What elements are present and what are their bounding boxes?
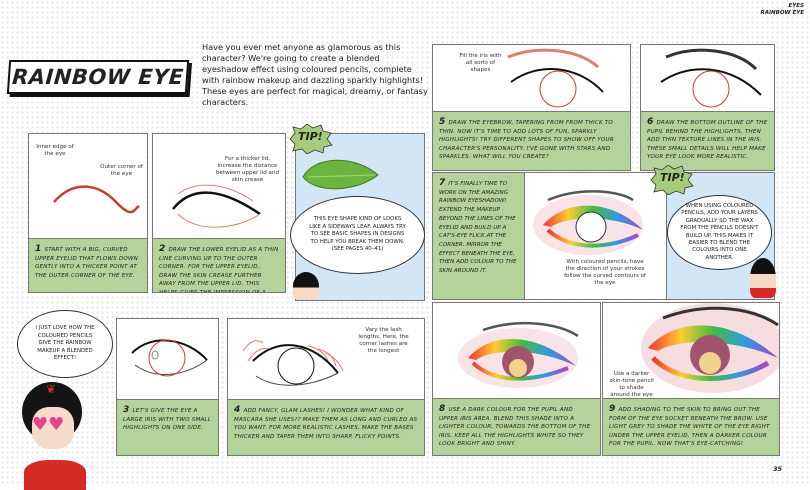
step-text-6: 6Draw the bottom outline of the pupil be… <box>641 111 774 170</box>
intro-text: Have you ever met anyone as glamorous as… <box>202 42 428 107</box>
character-avatar-small <box>750 258 776 298</box>
heart-glasses-icon: ♥♥ <box>32 414 65 435</box>
step-panel-4: Vary the lash lengths. Here, the corner … <box>227 318 425 456</box>
page-title: RAINBOW EYE <box>6 60 190 94</box>
step-panel-9: Use a darker skin-tone pencil to shade a… <box>602 302 780 456</box>
character-avatar-small <box>293 272 319 300</box>
step-text-3: 3Let's give the eye a large iris with tw… <box>117 399 218 455</box>
page-number: 35 <box>773 465 783 473</box>
step-panel-3: 3Let's give the eye a large iris with tw… <box>116 318 219 456</box>
iris-drawing <box>131 339 208 377</box>
step-text-9: 9Add shading to the skin to bring out th… <box>603 398 779 455</box>
tip-bubble-2: When using coloured pencils, add your la… <box>667 195 772 270</box>
character-illustration: ♥♥ ❦ <box>14 382 89 490</box>
step-text-4: 4Add fancy, glam lashes! I wonder what k… <box>228 399 424 455</box>
step-text-2: 2Draw the lower eyelid as a thin line cu… <box>153 238 285 292</box>
step-panel-2: For a thicker lid, increase the distance… <box>152 133 286 293</box>
step-panel-5: Fill the iris with all sorts of shapes 5… <box>432 44 631 171</box>
tip-burst-icon <box>650 165 694 195</box>
pupil-outline-drawing <box>660 48 762 108</box>
step-text-1: 1Start with a big, curved upper eyelid t… <box>29 238 147 292</box>
lashes-drawing <box>242 340 344 386</box>
step-text-7: 7It's finally time to work on the amazin… <box>433 173 525 299</box>
step-panel-6: 6Draw the bottom outline of the pupil be… <box>640 44 775 171</box>
leaf-icon <box>302 159 379 190</box>
eyelid-crease-drawing <box>172 184 261 228</box>
step-text-5: 5Draw the eyebrow, tapering from from th… <box>433 111 630 170</box>
finished-eye-drawing <box>641 303 779 393</box>
step-panel-1: Inner edge of the eye Outer corner of th… <box>28 133 148 293</box>
tip-burst-icon <box>289 124 333 154</box>
rainbow-eyeshadow-drawing <box>533 190 643 255</box>
character-speech-bubble: I just love how the coloured pencils giv… <box>17 310 113 378</box>
header-subsection: RAINBOW EYE <box>760 10 805 16</box>
tip-bubble-1: This eye shape kind of looks like a side… <box>290 196 425 274</box>
step-panel-8: 8Use a dark colour for the pupil and upp… <box>432 302 601 456</box>
page-header: EYES RAINBOW EYE <box>761 3 805 17</box>
pupil-colour-drawing <box>458 321 579 388</box>
upper-eyelid-drawing <box>53 185 140 214</box>
step-text-8: 8Use a dark colour for the pupil and upp… <box>433 398 600 455</box>
header-section: EYES <box>788 3 804 9</box>
iris-highlights-drawing <box>507 48 604 108</box>
